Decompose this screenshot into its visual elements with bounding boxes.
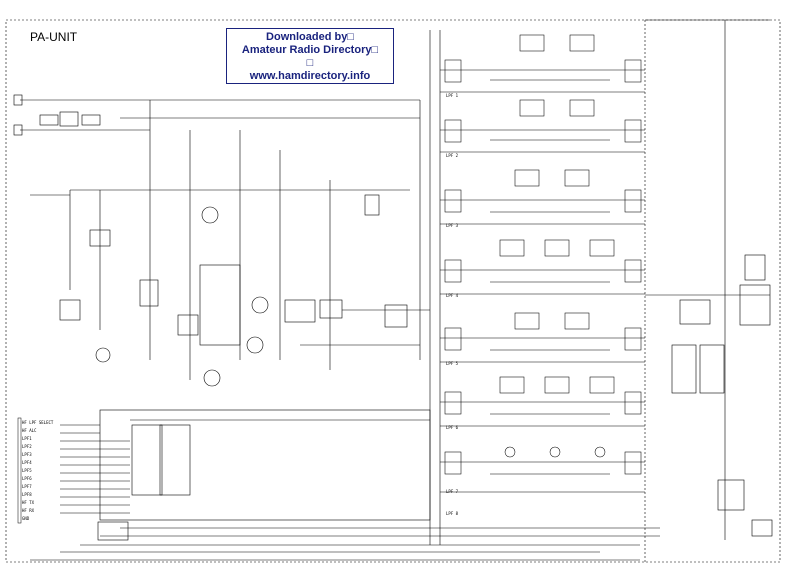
watermark-line: Downloaded by□: [266, 31, 354, 43]
lpf-label: LPF 5: [446, 361, 459, 366]
lpf-label: LPF 7: [446, 489, 459, 494]
pin-label: LPF4: [22, 460, 32, 465]
pin-label: HF ALC: [22, 428, 37, 433]
pin-label: LPF8: [22, 492, 32, 497]
lpf-label: LPF 1: [446, 93, 459, 98]
pin-label: LPF2: [22, 444, 32, 449]
pin-label: LPF1: [22, 436, 32, 441]
pin-label: LPF6: [22, 476, 32, 481]
lpf-label: LPF 8: [446, 511, 459, 516]
pin-label: LPF5: [22, 468, 32, 473]
unit-title: PA-UNIT: [30, 30, 78, 44]
lpf-label: LPF 3: [446, 223, 459, 228]
download-watermark: Downloaded by□ Amateur Radio Directory□ …: [226, 28, 394, 84]
watermark-line: □: [306, 57, 314, 69]
pin-label: HF TX: [22, 500, 35, 505]
watermark-line: Amateur Radio Directory□: [241, 44, 379, 56]
unit-border: [5, 19, 781, 563]
pin-label: LPF7: [22, 484, 32, 489]
pin-label: LPF3: [22, 452, 32, 457]
lpf-label: LPF 6: [446, 425, 459, 430]
lpf-label: LPF 2: [446, 153, 459, 158]
lpf-label: LPF 4: [446, 293, 459, 298]
pin-label: HF LPF SELECT: [22, 420, 54, 425]
pin-label: GND: [22, 516, 30, 521]
pin-label: HF RX: [22, 508, 35, 513]
watermark-url: www.hamdirectory.info: [249, 70, 371, 82]
